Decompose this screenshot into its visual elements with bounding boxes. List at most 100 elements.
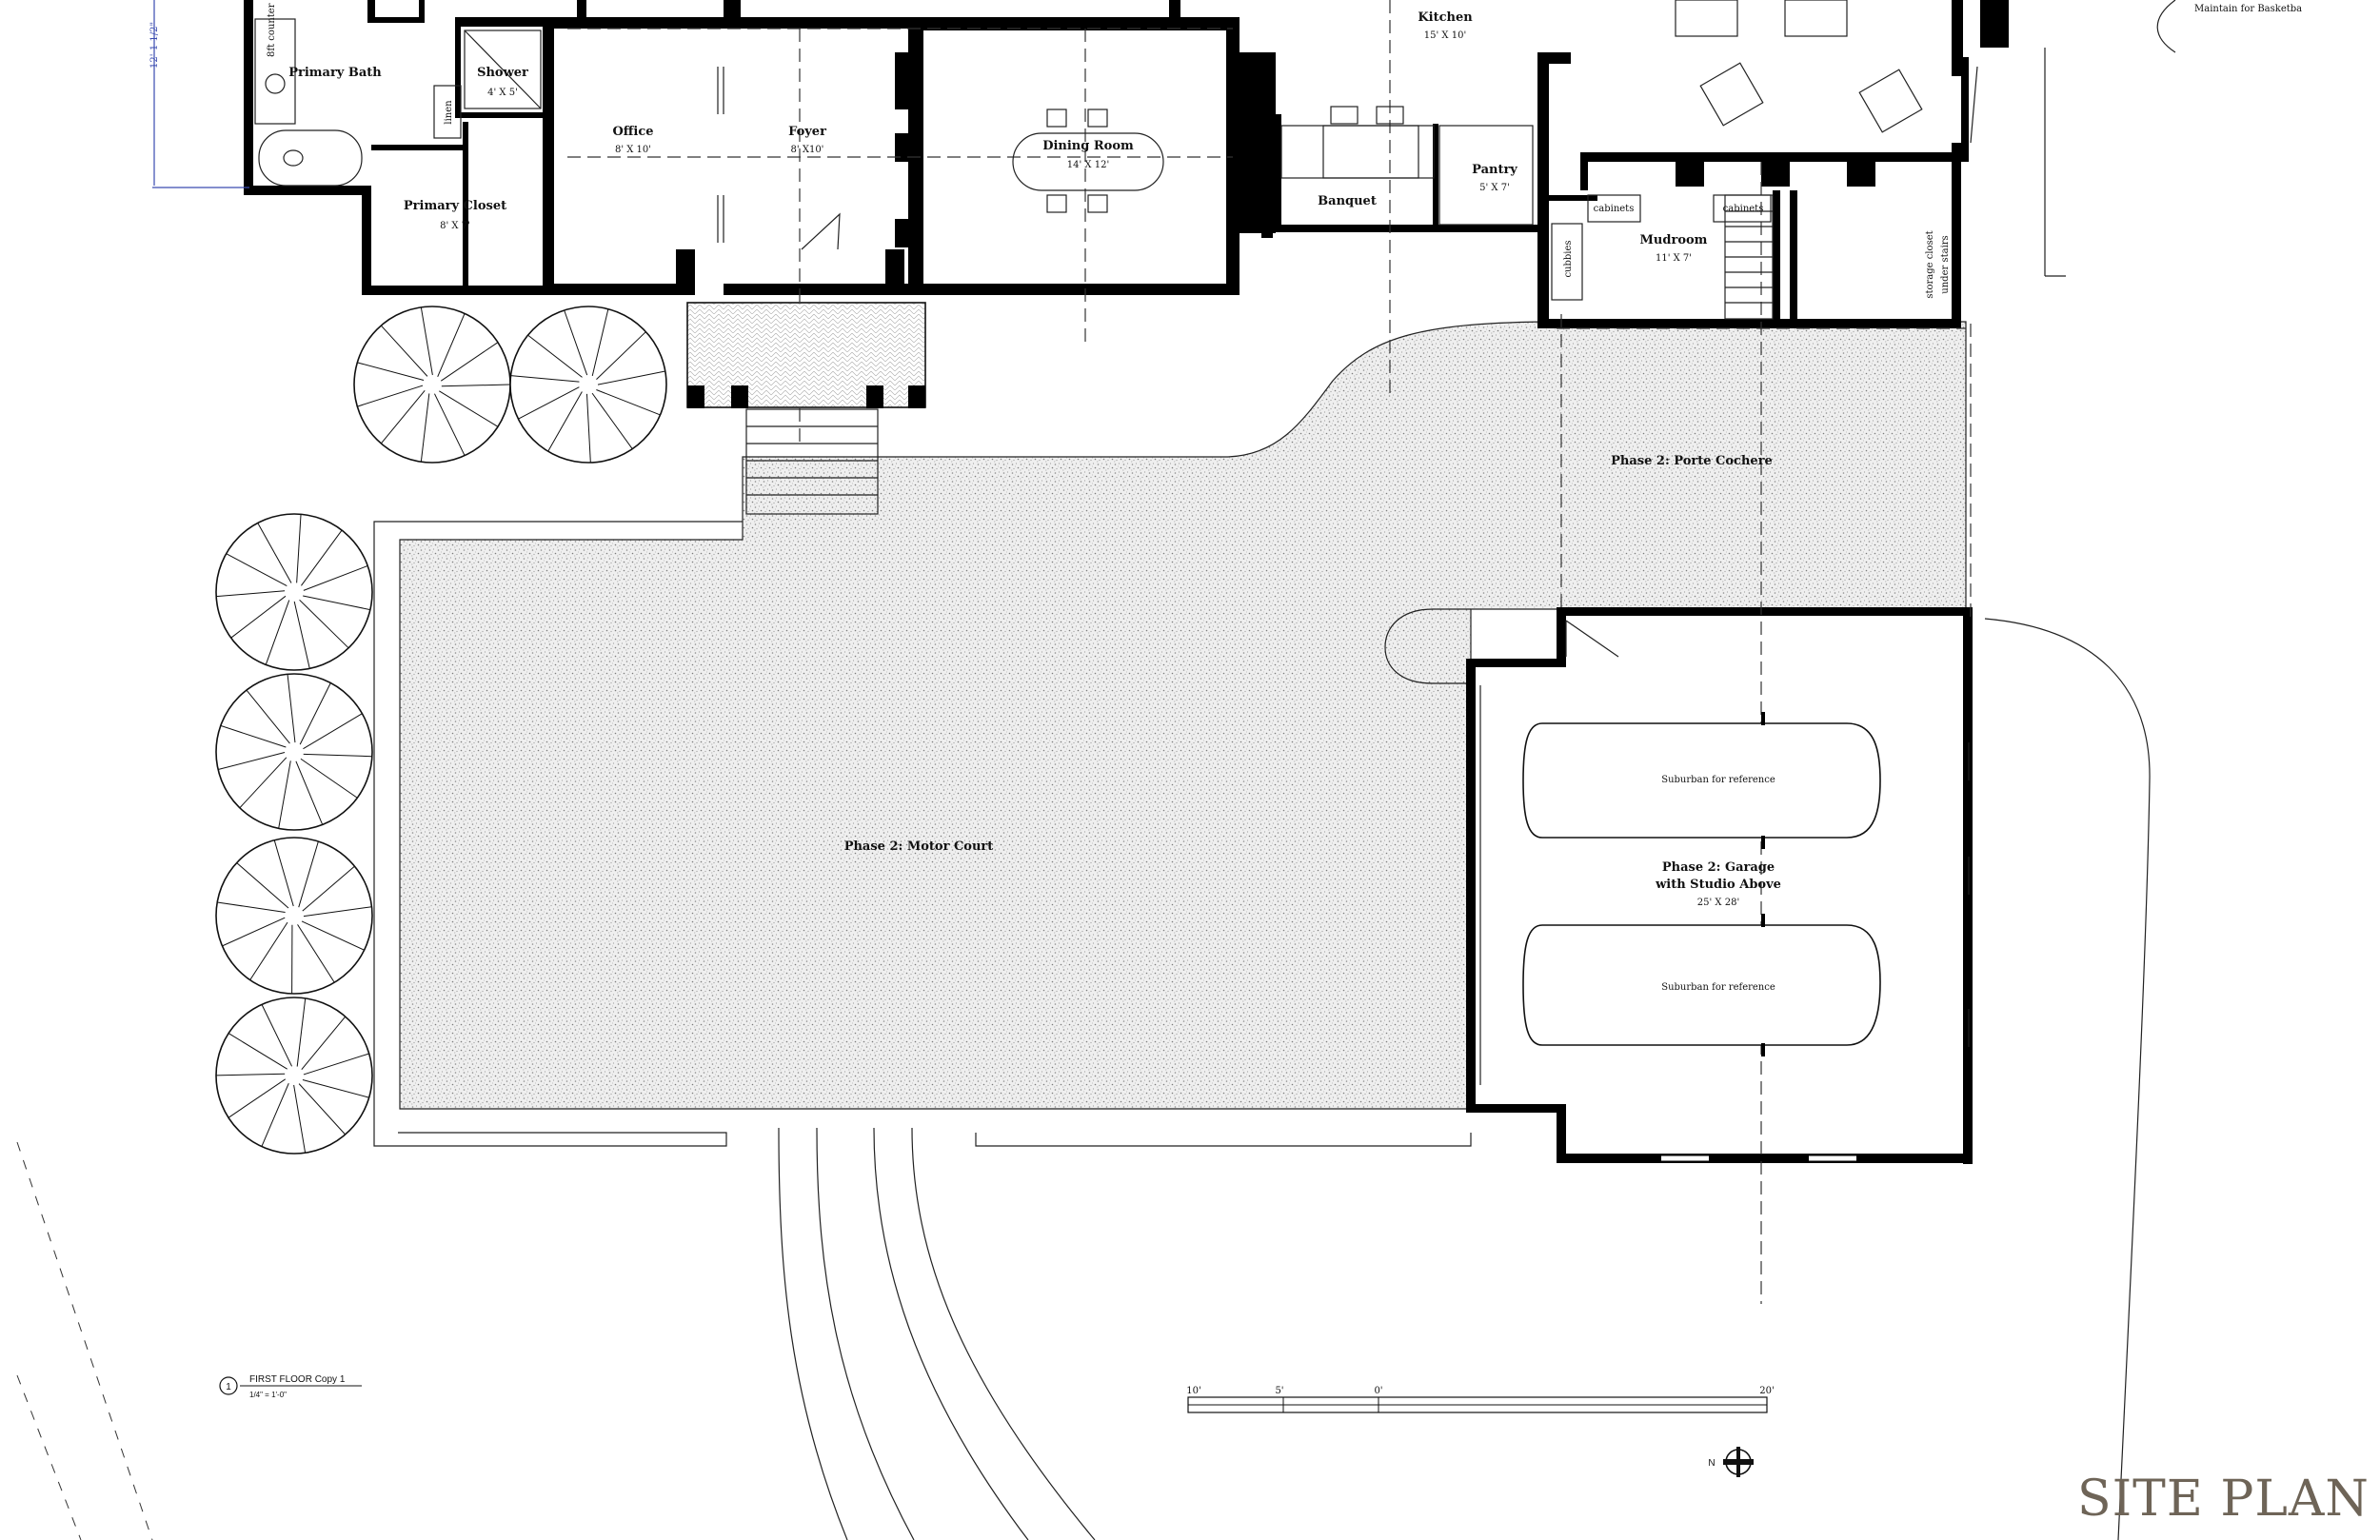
banquet-label: Banquet (1318, 194, 1377, 208)
garage-windows (1479, 620, 1970, 1161)
tree-branch (596, 389, 661, 416)
porte-cochere-label: Phase 2: Porte Cochere (1611, 454, 1773, 468)
dimension-text: 12'-1 1/2" (149, 22, 160, 69)
tree-branch (222, 917, 286, 947)
tree-branch (261, 1083, 289, 1147)
tree-branch (246, 689, 290, 744)
tree-branch (420, 393, 430, 463)
tree-branch (302, 865, 355, 912)
motor-court-edge (373, 521, 1472, 1147)
tree-branch (226, 553, 288, 587)
tree-branch (230, 595, 287, 639)
tree-branch (239, 757, 288, 809)
tree-branch (303, 1053, 369, 1076)
tree-branch (278, 760, 291, 829)
scale-tick-0: 0' (1374, 1386, 1382, 1396)
cubbies-label: cubbies (1563, 240, 1574, 277)
tree-branch (228, 1078, 287, 1118)
tree-symbol (215, 673, 373, 831)
car-lower (1522, 914, 1881, 1056)
north-label: N (1708, 1458, 1715, 1469)
office-dim: 8' X 10' (615, 145, 651, 155)
office-label: Office (612, 125, 653, 139)
tree-branch (265, 600, 290, 665)
tree-branch (287, 674, 296, 743)
tree-branch (236, 862, 289, 909)
tree-branch (585, 393, 591, 463)
tree-branch (547, 391, 583, 452)
foyer-dim: 8' X10' (791, 145, 824, 155)
tree-branch (591, 392, 633, 449)
tree-canopy (215, 673, 373, 831)
tree-branch (518, 386, 580, 420)
cabinets-label-2: cabinets (1723, 204, 1764, 214)
tree-branch (293, 601, 310, 669)
tree-branch (217, 901, 286, 914)
tree-branch (591, 308, 609, 377)
tree-branch (261, 1004, 292, 1067)
tree-branch (293, 1084, 307, 1154)
tree-symbol (215, 837, 373, 995)
tree-branch (596, 331, 646, 381)
tree-branch (298, 1083, 347, 1135)
storage-label-2: under stairs (1940, 235, 1951, 293)
tree-symbol (215, 513, 373, 671)
front-vestibule (686, 212, 926, 408)
tree-branch (597, 370, 665, 385)
north-arrow-icon: N (1708, 1447, 1754, 1477)
tree-branch (357, 362, 425, 381)
diagonal-setback-lines (16, 1141, 153, 1540)
tree-branch (249, 921, 288, 980)
tree-branch (295, 760, 324, 825)
tree-branch (380, 325, 428, 377)
dining-room-dim: 14' X 12' (1067, 160, 1109, 170)
tree-branch (300, 758, 358, 799)
pantry-dim: 5' X 7' (1479, 183, 1510, 193)
car-upper (1522, 712, 1881, 849)
tree-canopy (509, 306, 667, 464)
shower-dim: 4' X 5' (487, 88, 518, 98)
tree-symbol (509, 306, 667, 464)
tree-branch (299, 599, 349, 649)
primary-closet-dim: 8' X 7' (440, 221, 470, 231)
room-labels: 12'-1 1/2" 8ft counter Maintain for Bask… (149, 3, 2302, 993)
view-name: FIRST FLOOR Copy 1 (249, 1374, 346, 1385)
tree-branch (298, 840, 319, 908)
turnout-curb (1384, 608, 1471, 684)
basketball-note: Maintain for Basketba (2194, 4, 2302, 14)
tree-branch (527, 334, 583, 378)
tree-canopy (353, 306, 511, 464)
tree-branch (217, 751, 286, 771)
garage-label-2: with Studio Above (1655, 878, 1781, 892)
primary-bath-label: Primary Bath (288, 66, 382, 80)
tree-branch (301, 529, 343, 586)
tree-canopy (215, 837, 373, 995)
tree-symbol (353, 306, 511, 464)
motor-court-label: Phase 2: Motor Court (844, 839, 994, 854)
tree-branch (297, 924, 335, 983)
tree-branch (296, 514, 302, 583)
garage-label-1: Phase 2: Garage (1662, 860, 1775, 875)
tree-branch (220, 724, 287, 748)
scale-bar: 10' 5' 0' 20' (1186, 1386, 1775, 1413)
front-steps (745, 408, 879, 515)
tree-branch (303, 713, 363, 750)
shower-label: Shower (477, 66, 528, 80)
car-label-2: Suburban for reference (1661, 982, 1775, 993)
primary-closet-label: Primary Closet (404, 199, 506, 213)
view-title: 1 FIRST FLOOR Copy 1 1/4" = 1'-0" (219, 1374, 362, 1399)
tree-branch (216, 590, 286, 598)
foyer-label: Foyer (788, 125, 826, 139)
tree-branch (273, 839, 294, 907)
tree-canopy (215, 513, 373, 671)
tree-branch (296, 997, 307, 1067)
scale-tick-10: 10' (1186, 1386, 1200, 1396)
kitchen-dim: 15' X 10' (1424, 30, 1466, 41)
tree-branch (303, 565, 368, 591)
house-walls (244, 0, 2009, 1164)
tree-branch (301, 1016, 347, 1071)
trees-group (215, 306, 667, 1155)
scale-tick-5: 5' (1275, 1386, 1283, 1396)
tree-branch (299, 682, 331, 745)
dining-room-label: Dining Room (1042, 139, 1134, 153)
